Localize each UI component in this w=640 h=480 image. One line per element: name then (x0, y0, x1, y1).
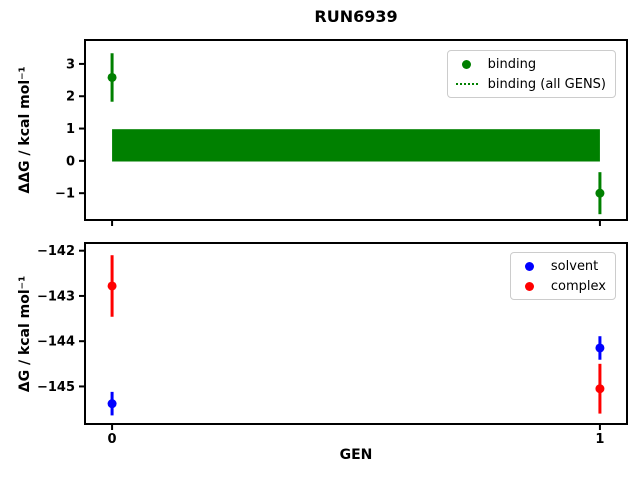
x-tick-label: 0 (108, 432, 117, 447)
y-tick-label: 1 (66, 122, 75, 137)
y-tick-label: 3 (66, 57, 75, 72)
x-axis-label: GEN (339, 447, 373, 463)
axes-frame (84, 242, 628, 425)
y-tick-label: −143 (37, 289, 75, 304)
legend-icon-glyph (455, 83, 478, 85)
legend-marker-icon (517, 261, 543, 271)
subplot-binding: binding binding (all GENS) 3 2 1 0 −1 (55, 39, 628, 226)
axes-canvas: 0 1 −142 −143 −144 −145 (37, 242, 628, 447)
legend-marker-icon (517, 281, 543, 291)
legend-entry: complex (517, 277, 606, 295)
y-tick-label: −142 (37, 244, 75, 259)
y-tick-label: −1 (55, 187, 75, 202)
legend-entry: solvent (517, 257, 606, 275)
y-axis-label-binding: ΔΔG / kcal mol⁻¹ (17, 66, 33, 194)
y-tick-label: 2 (66, 90, 75, 105)
legend-entry: binding (all GENS) (454, 75, 606, 93)
legend-dotted-line-icon (454, 83, 480, 85)
legend-entry: binding (454, 55, 606, 73)
data-point-solvent (595, 343, 605, 353)
data-point-complex (107, 281, 117, 291)
legend-icon-glyph (525, 261, 535, 271)
data-point-binding (595, 188, 605, 198)
legend-label: binding (487, 56, 537, 72)
legend-label: binding (all GENS) (487, 76, 606, 92)
legend-label: solvent (550, 258, 599, 274)
data-point-binding (107, 72, 117, 82)
legend-label: complex (550, 278, 606, 294)
y-tick-label: −145 (37, 380, 75, 395)
legend-marker-icon (454, 59, 480, 69)
legend-binding: binding binding (all GENS) (446, 50, 616, 98)
data-point-complex (595, 384, 605, 394)
y-tick-label: 0 (66, 154, 75, 169)
legend-dg: solvent complex (509, 252, 616, 300)
axes-canvas: 3 2 1 0 −1 (55, 39, 628, 226)
legend-icon-glyph (462, 59, 472, 69)
data-point-solvent (107, 399, 117, 409)
legend-icon-glyph (525, 281, 535, 291)
x-tick-label: 1 (595, 432, 604, 447)
figure-title: RUN6939 (314, 7, 398, 26)
y-axis-label-dg: ΔG / kcal mol⁻¹ (17, 275, 33, 393)
subplot-dg: solvent complex 0 1 −142 −143 −144 −145 (37, 242, 628, 447)
y-tick-label: −144 (37, 335, 75, 350)
band-binding-all-gens (112, 129, 600, 162)
axes-frame (84, 39, 628, 221)
